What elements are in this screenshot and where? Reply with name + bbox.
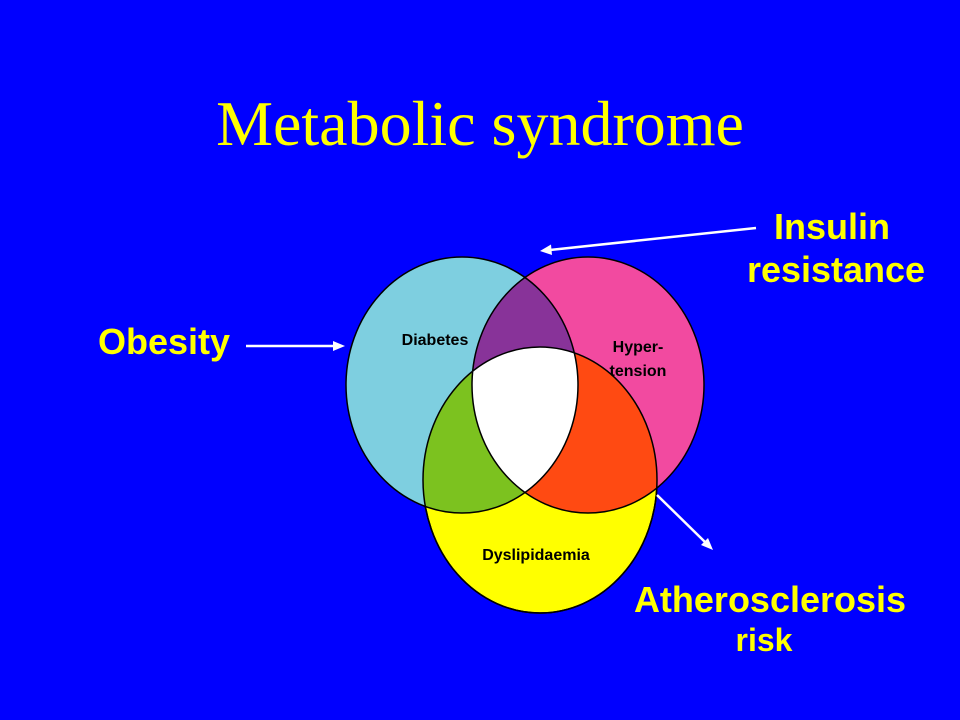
athero-line2: risk xyxy=(735,622,793,659)
atherosclerosis-risk-label: Atherosclerosis risk xyxy=(620,578,920,660)
slide-title: Metabolic syndrome xyxy=(216,88,744,159)
dyslipidaemia-label: Dyslipidaemia xyxy=(482,547,590,564)
diabetes-label: Diabetes xyxy=(402,332,469,349)
obesity-text: Obesity xyxy=(98,321,231,362)
obesity-arrow xyxy=(246,341,345,351)
obesity-label: Obesity xyxy=(98,320,230,363)
insulin-line1: Insulin xyxy=(774,206,890,247)
insulin-line2: resistance xyxy=(746,249,926,291)
insulin-resistance-label: Insulin resistance xyxy=(736,205,936,291)
diabetes-outline xyxy=(345,256,579,514)
insulin-arrow xyxy=(540,226,757,255)
atherosclerosis-arrow xyxy=(656,494,713,550)
dyslipidaemia-outline xyxy=(422,346,658,614)
hypertension-label-line2: tension xyxy=(610,363,667,380)
hypertension-outline xyxy=(471,256,705,514)
hypertension-label-line1: Hyper- xyxy=(613,339,664,356)
athero-line1: Atherosclerosis xyxy=(633,579,907,620)
